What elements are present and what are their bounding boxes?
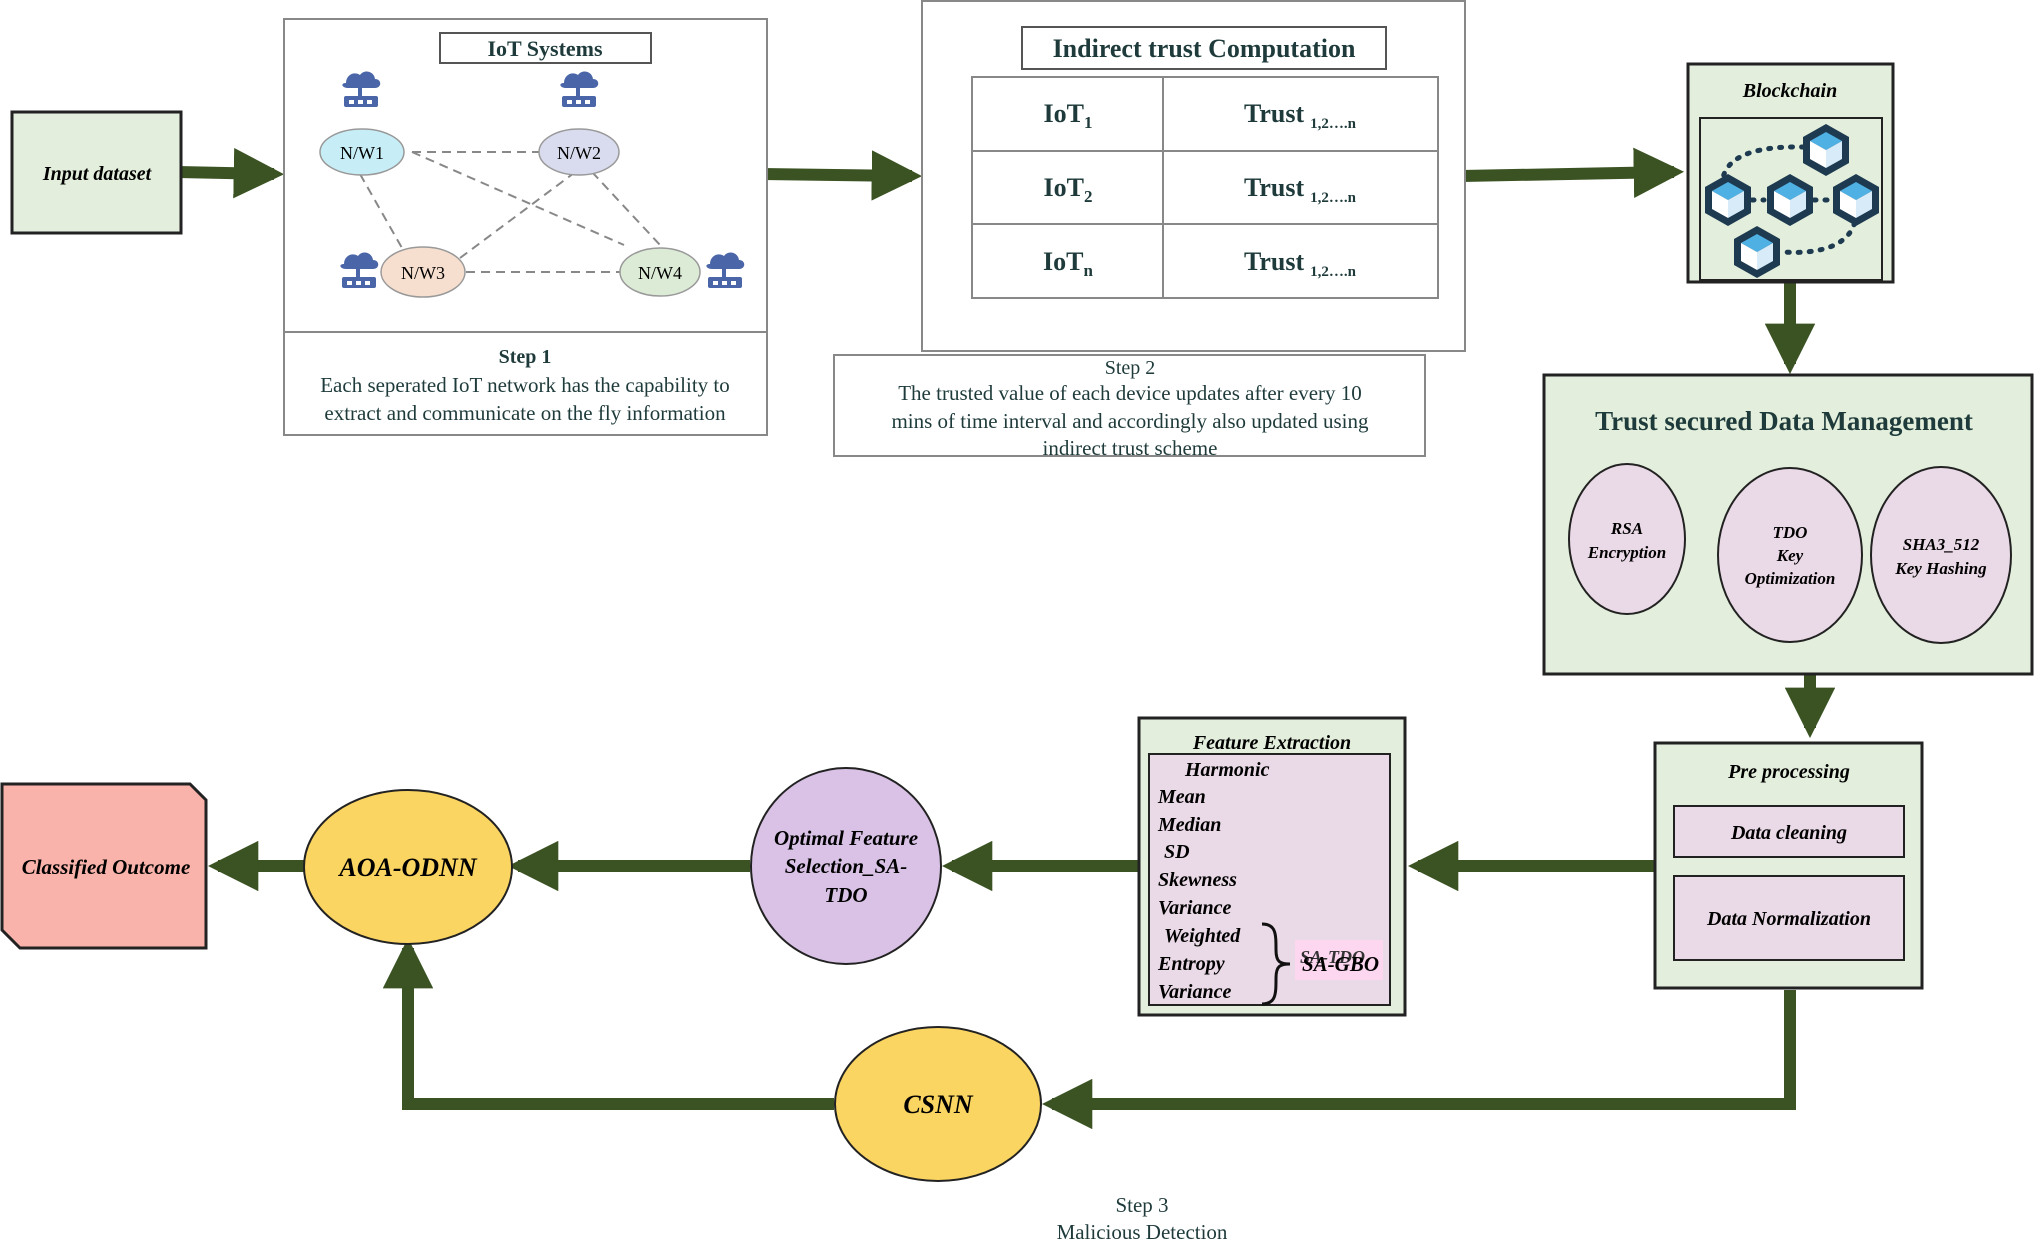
selection-label: Selection_SA- xyxy=(785,854,908,878)
rsa-encryption-node xyxy=(1568,463,1686,615)
tdo-label: Key xyxy=(1776,546,1804,565)
step1-caption-line: extract and communicate on the fly infor… xyxy=(324,401,726,425)
arrow-input-to-iot xyxy=(177,147,285,199)
selection-label: Optimal Feature xyxy=(774,826,918,850)
arrow-trust-to-blockchain xyxy=(1461,147,1685,198)
blockchain-label: Blockchain xyxy=(1742,80,1837,102)
feature-extraction-box: Feature Extraction Harmonic Mean Median … xyxy=(1137,716,1407,1017)
sha-label: Key Hashing xyxy=(1894,559,1987,578)
preprocessing-title: Pre processing xyxy=(1727,761,1850,783)
tdo-key-optimization-node xyxy=(1717,467,1863,643)
iot-systems-title: IoT Systems xyxy=(487,36,603,61)
feature-item: Mean xyxy=(1157,786,1206,808)
step1-caption-title: Step 1 xyxy=(499,346,552,368)
feature-extraction-title: Feature Extraction xyxy=(1192,732,1351,754)
step2-caption-line: indirect trust scheme xyxy=(1043,436,1218,460)
network-node-1-label: N/W1 xyxy=(340,143,384,163)
rsa-label: RSA xyxy=(1610,519,1643,538)
feature-item: Skewness xyxy=(1158,869,1237,891)
sha-label: SHA3_512 xyxy=(1903,535,1980,554)
feature-item: Harmonic xyxy=(1184,759,1270,781)
network-node-1 xyxy=(319,128,405,176)
rsa-label: Encryption xyxy=(1587,543,1666,562)
tdo-label: Optimization xyxy=(1745,569,1836,588)
blockchain-icon xyxy=(1705,124,1879,278)
network-node-3-label: N/W3 xyxy=(401,263,445,283)
flow-arrows xyxy=(177,147,1836,1130)
trust-table-device: IoTn xyxy=(1043,247,1093,280)
input-dataset-box: Input dataset xyxy=(10,110,183,235)
data-cleaning-label: Data cleaning xyxy=(1730,822,1847,844)
feature-item: SD xyxy=(1164,841,1190,863)
iot-systems-panel: IoT Systems N/W1 N/W2 N/W3 N/W4 Step 1 E… xyxy=(283,18,768,436)
step2-caption-line: The trusted value of each device updates… xyxy=(898,381,1362,405)
trust-table-device: IoT2 xyxy=(1044,173,1093,206)
optimal-feature-selection-node: Optimal Feature Selection_SA- TDO xyxy=(750,767,942,965)
feature-item: Variance xyxy=(1158,981,1231,1003)
aoa-odnn-label: AOA-ODNN xyxy=(337,853,477,882)
selection-label: TDO xyxy=(824,883,867,907)
classified-outcome-label: Classified Outcome xyxy=(22,855,191,879)
arrow-preprocessing-to-csnn xyxy=(1041,990,1796,1130)
feature-item: Entropy xyxy=(1157,953,1225,975)
network-node-2-label: N/W2 xyxy=(557,143,601,163)
sha3-key-hashing-node xyxy=(1870,466,2012,644)
step3-subtitle: Malicious Detection xyxy=(1057,1220,1228,1240)
network-node-4-label: N/W4 xyxy=(638,263,682,283)
feature-item: Median xyxy=(1157,814,1221,836)
trust-management-box: Trust secured Data Management RSA Encryp… xyxy=(1542,373,2034,676)
tdo-label: TDO xyxy=(1773,523,1808,542)
step2-caption-title: Step 2 xyxy=(1105,357,1156,379)
preprocessing-box: Pre processing Data cleaning Data Normal… xyxy=(1653,741,1924,990)
arrow-iot-to-trust xyxy=(761,150,923,201)
network-links xyxy=(359,151,661,273)
trust-table xyxy=(971,76,1439,299)
csnn-label: CSNN xyxy=(903,1090,974,1119)
input-dataset-label: Input dataset xyxy=(42,163,153,185)
aoa-odnn-node: AOA-ODNN xyxy=(303,789,513,945)
arrow-csnn-to-aoa xyxy=(382,937,834,1110)
classified-outcome-box: Classified Outcome xyxy=(0,782,208,950)
feature-item: Variance xyxy=(1158,897,1231,919)
feature-tag: SA-GBO xyxy=(1302,952,1379,976)
network-node-4 xyxy=(619,247,701,297)
data-normalization-label: Data Normalization xyxy=(1706,908,1871,930)
trust-table-device: IoT1 xyxy=(1044,99,1093,132)
network-node-2 xyxy=(538,128,620,176)
step2-caption-line: mins of time interval and accordingly al… xyxy=(891,409,1369,433)
csnn-node: CSNN xyxy=(834,1026,1042,1182)
blockchain-box: Blockchain xyxy=(1686,62,1895,284)
feature-item: Weighted xyxy=(1164,925,1241,947)
feature-group-brace xyxy=(1261,922,1291,1006)
network-node-3 xyxy=(380,246,466,298)
trust-management-title: Trust secured Data Management xyxy=(1595,406,1973,436)
step3-title: Step 3 xyxy=(1115,1193,1168,1217)
indirect-trust-title: Indirect trust Computation xyxy=(1053,34,1356,63)
step1-caption-line: Each seperated IoT network has the capab… xyxy=(320,373,730,397)
feature-tag-overlap: SA-TDO xyxy=(1300,947,1365,967)
step3-caption: Step 3 Malicious Detection xyxy=(1057,1193,1228,1240)
